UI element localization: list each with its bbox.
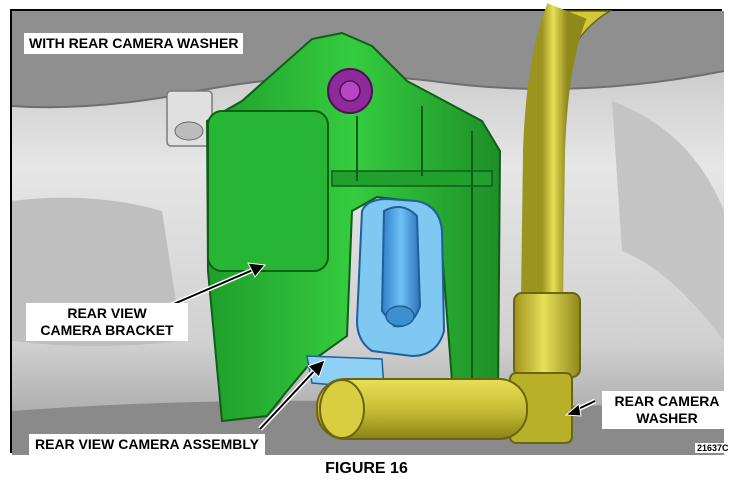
assembly-callout: REAR VIEW CAMERA ASSEMBLY bbox=[29, 434, 266, 455]
right-panel bbox=[612, 101, 724, 341]
washer-hose-horizontal bbox=[316, 378, 528, 440]
purple-fastener-head bbox=[339, 80, 361, 102]
illustration bbox=[11, 3, 725, 455]
bracket-callout-line2: CAMERA BRACKET bbox=[40, 322, 174, 338]
bracket-callout-line1: REAR VIEW bbox=[67, 305, 147, 321]
figure-caption: FIGURE 16 bbox=[325, 460, 408, 477]
washer-hose-end bbox=[319, 379, 365, 439]
washer-leader-arrow bbox=[564, 398, 597, 417]
mount-nut bbox=[174, 121, 204, 141]
bracket-leader-arrow bbox=[161, 262, 266, 312]
washer-callout: REAR CAMERA WASHER bbox=[602, 391, 732, 429]
washer-hose-tube bbox=[521, 3, 587, 302]
bracket-housing bbox=[207, 110, 329, 272]
bracket-rib bbox=[331, 170, 493, 187]
washer-callout-line1: REAR CAMERA bbox=[614, 393, 720, 409]
bracket-callout: REAR VIEW CAMERA BRACKET bbox=[26, 303, 188, 341]
header-label: WITH REAR CAMERA WASHER bbox=[24, 33, 244, 54]
figure-frame: WITH REAR CAMERA WASHER REAR VIEW CAMERA… bbox=[10, 3, 732, 455]
camera-lens bbox=[385, 305, 415, 327]
washer-callout-line2: WASHER bbox=[636, 410, 698, 426]
figure-code: 21637C bbox=[695, 443, 731, 453]
assembly-leader-arrow bbox=[258, 359, 326, 431]
washer-hose-coupling bbox=[513, 292, 581, 378]
